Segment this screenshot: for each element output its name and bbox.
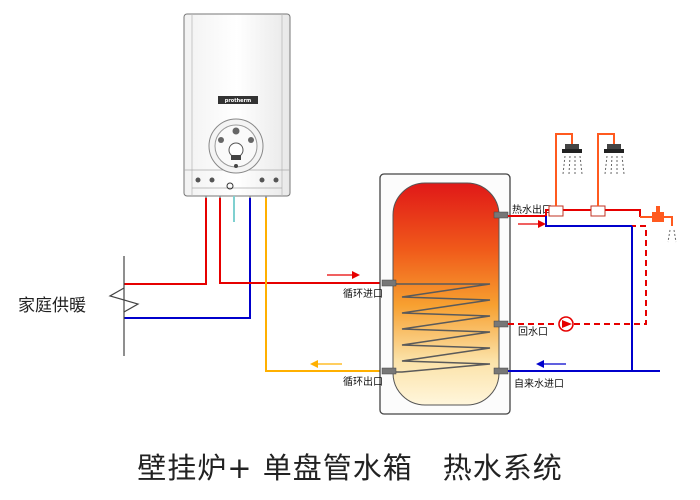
circulation-inlet-label: 循环进口 [343, 287, 383, 300]
shower-head-icon [562, 144, 583, 175]
shower-head-icon [604, 144, 625, 175]
shower-risers [555, 133, 615, 206]
storage-tank [379, 173, 511, 415]
heating-symbol [108, 256, 140, 356]
boiler-connections [205, 196, 267, 204]
circulation-outlet-label: 循环出口 [343, 375, 383, 388]
control-knobs [195, 177, 279, 183]
tank-ports [381, 211, 509, 375]
heating-coil [395, 283, 491, 373]
wall-boiler: protherm [183, 13, 291, 222]
hot-water-outlet-label: 热水出口 [512, 203, 552, 216]
brand-name: protherm [225, 98, 252, 104]
return-loop [508, 225, 647, 325]
return-port-label: 回水口 [518, 326, 548, 338]
flow-arrow-icon [310, 360, 342, 368]
cold-water-supply [508, 226, 660, 372]
heating-circuit [124, 198, 251, 319]
brand-plate [218, 96, 258, 104]
heating-label: 家庭供暖 [18, 296, 86, 316]
primary-circuit [219, 198, 384, 372]
faucet-icon [640, 206, 677, 243]
control-dial [208, 118, 264, 174]
flow-arrow-icon [536, 360, 566, 368]
pump-icon [558, 316, 574, 332]
diagram-title: 壁挂炉+ 单盘管水箱 热水系统 [137, 451, 563, 485]
flow-arrow-icon [518, 220, 546, 228]
cold-water-inlet-label: 自来水进口 [514, 377, 564, 390]
hot-water-supply [508, 209, 641, 227]
flow-arrow-icon [327, 271, 360, 279]
